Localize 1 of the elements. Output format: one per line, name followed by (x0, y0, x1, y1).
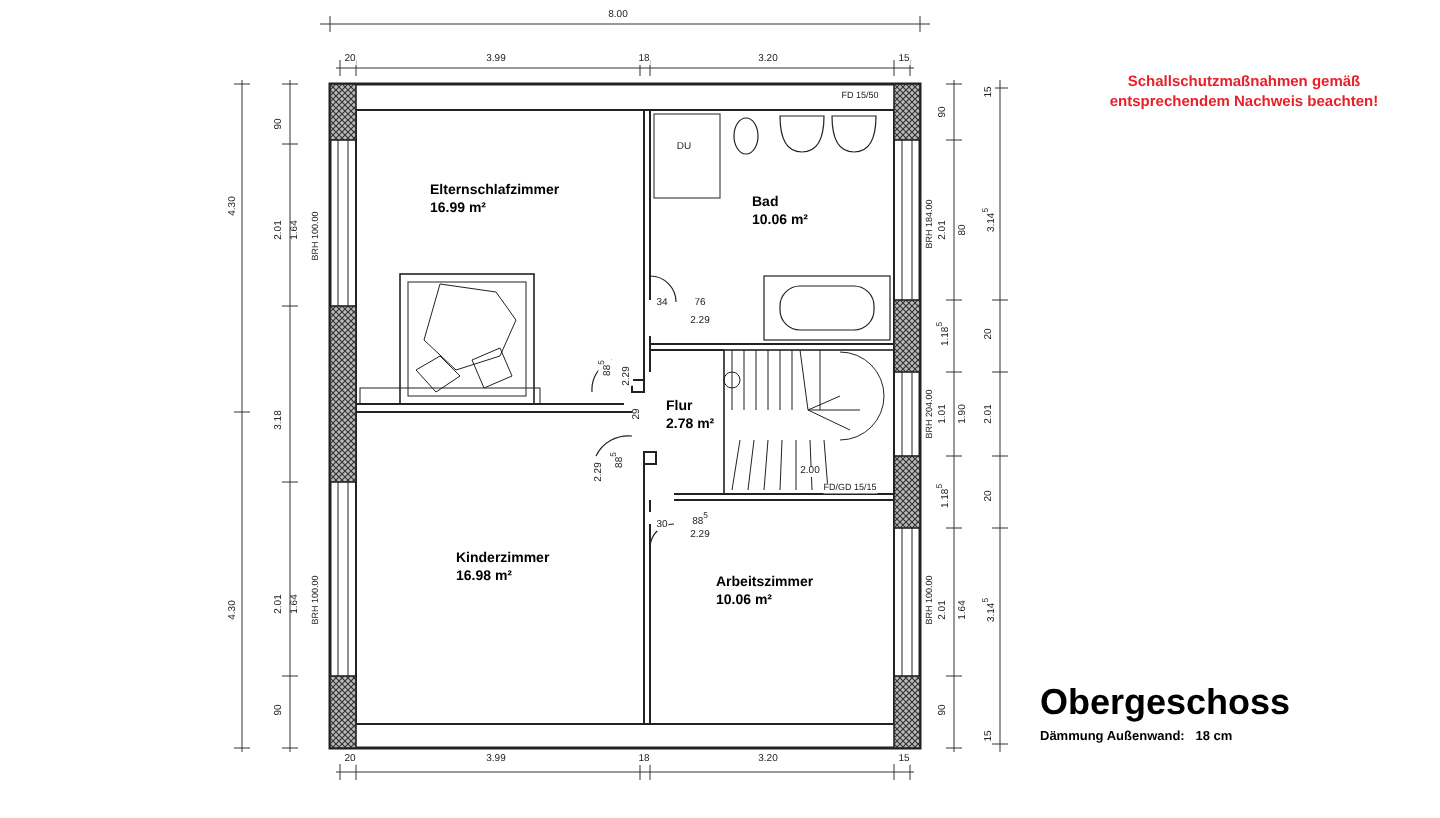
plan-title: Obergeschoss (1040, 684, 1291, 720)
